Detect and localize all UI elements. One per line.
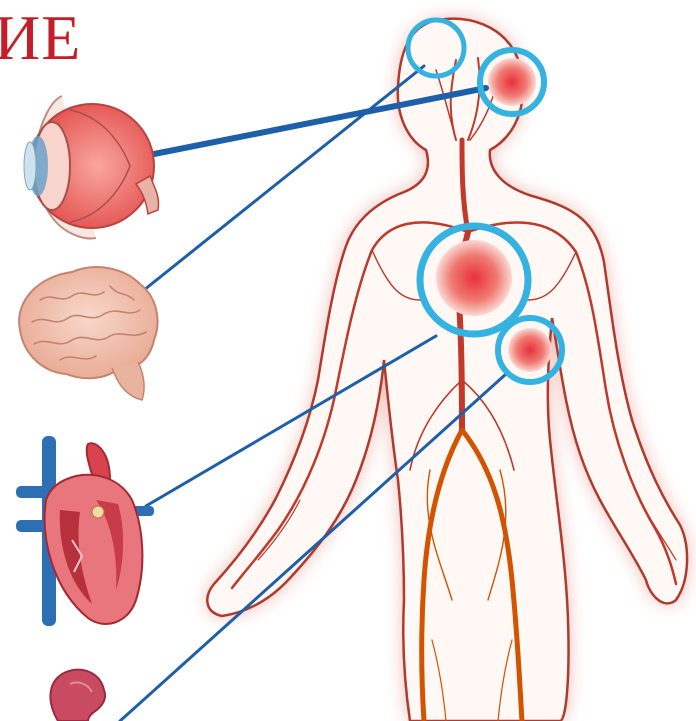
body-outline <box>207 19 687 721</box>
heart-icon <box>16 436 154 626</box>
eye-icon <box>24 96 159 239</box>
heart-region-hotspot <box>436 240 512 316</box>
kidney-icon <box>50 670 105 721</box>
brain-icon <box>19 267 157 400</box>
kidney-region-hotspot <box>508 328 552 372</box>
eye-region-hotspot <box>488 58 536 106</box>
human-body-figure <box>207 19 687 721</box>
page-title: ИЕ <box>0 6 81 70</box>
